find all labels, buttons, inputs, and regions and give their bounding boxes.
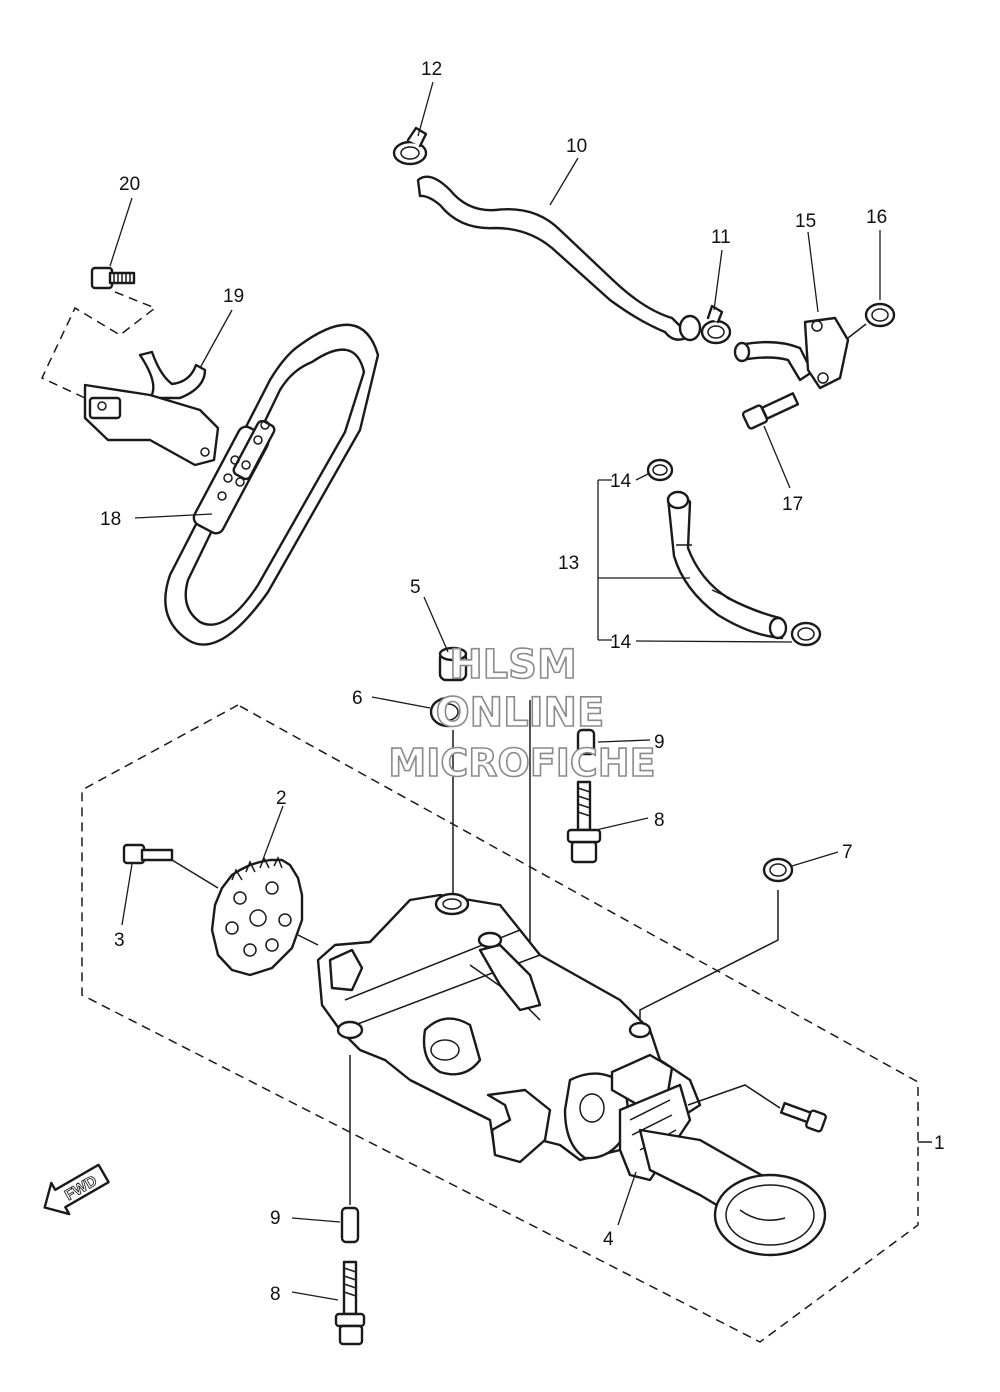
watermark-line-2: ONLINE — [436, 690, 605, 736]
callout-18: 18 — [100, 509, 121, 530]
callout-6: 6 — [352, 688, 363, 709]
bolt-3[interactable] — [122, 843, 174, 865]
bolt-20[interactable] — [90, 266, 136, 290]
callout-12: 12 — [421, 59, 442, 80]
callout-4: 4 — [603, 1229, 614, 1250]
o-ring-6[interactable] — [429, 696, 467, 728]
chain-guide-19[interactable] — [138, 350, 207, 400]
callout-19: 19 — [223, 286, 244, 307]
sprocket-2[interactable] — [210, 856, 304, 977]
callout-11: 11 — [711, 227, 731, 248]
chain-sprocket-links — [192, 419, 276, 535]
callout-1: 1 — [934, 1133, 945, 1154]
callout-5: 5 — [410, 577, 421, 598]
callout-20: 20 — [119, 174, 140, 195]
clamp-12[interactable] — [392, 126, 428, 166]
hose-13[interactable] — [666, 490, 788, 640]
o-ring-7[interactable] — [762, 857, 794, 883]
callout-9-bottom: 9 — [270, 1208, 281, 1229]
callout-10: 10 — [566, 136, 587, 157]
bolt-17[interactable] — [741, 392, 800, 430]
callout-15: 15 — [795, 211, 816, 232]
callout-16: 16 — [866, 207, 887, 228]
dowel-pin-9-top[interactable] — [576, 728, 596, 756]
callout-7: 7 — [842, 842, 853, 863]
oil-strainer[interactable] — [638, 1128, 827, 1257]
bolt-strainer[interactable] — [779, 1101, 827, 1133]
callout-labels: 1 2 3 4 5 6 7 8 8 9 9 10 11 12 13 14 14 … — [100, 59, 945, 1305]
hose-10[interactable] — [416, 175, 702, 342]
callout-14-top: 14 — [610, 471, 632, 492]
dowel-pin-9-bottom[interactable] — [340, 1206, 360, 1244]
callout-14-bottom: 14 — [610, 632, 632, 653]
timing-chain[interactable] — [164, 323, 380, 646]
o-ring-16[interactable] — [864, 302, 896, 328]
callout-8-bottom: 8 — [270, 1284, 281, 1305]
watermark: HLSM ONLINE MICROFICHE — [388, 641, 657, 786]
clamp-14-bottom[interactable] — [790, 621, 822, 647]
callout-8-top: 8 — [654, 810, 665, 831]
chain-guide-bracket[interactable] — [83, 383, 220, 467]
callout-2: 2 — [276, 788, 287, 809]
forward-direction-badge: FWD — [43, 1163, 110, 1216]
watermark-line-1: HLSM — [449, 642, 577, 688]
callout-17: 17 — [782, 494, 803, 515]
assembly-boundary — [81, 704, 919, 1343]
watermark-line-3: MICROFICHE — [388, 741, 655, 785]
oil-pump-body[interactable] — [316, 892, 702, 1182]
callout-3: 3 — [114, 930, 125, 951]
callout-13: 13 — [558, 553, 579, 574]
bolt-8-bottom[interactable] — [334, 1260, 366, 1346]
collar-5[interactable] — [438, 646, 468, 682]
callout-9-top: 9 — [654, 732, 665, 753]
leader-lines — [109, 81, 881, 1301]
bolt-8-top[interactable] — [566, 780, 602, 864]
clamp-11[interactable] — [700, 304, 732, 345]
pipe-15[interactable] — [733, 316, 850, 390]
clamp-14-top[interactable] — [646, 458, 674, 482]
